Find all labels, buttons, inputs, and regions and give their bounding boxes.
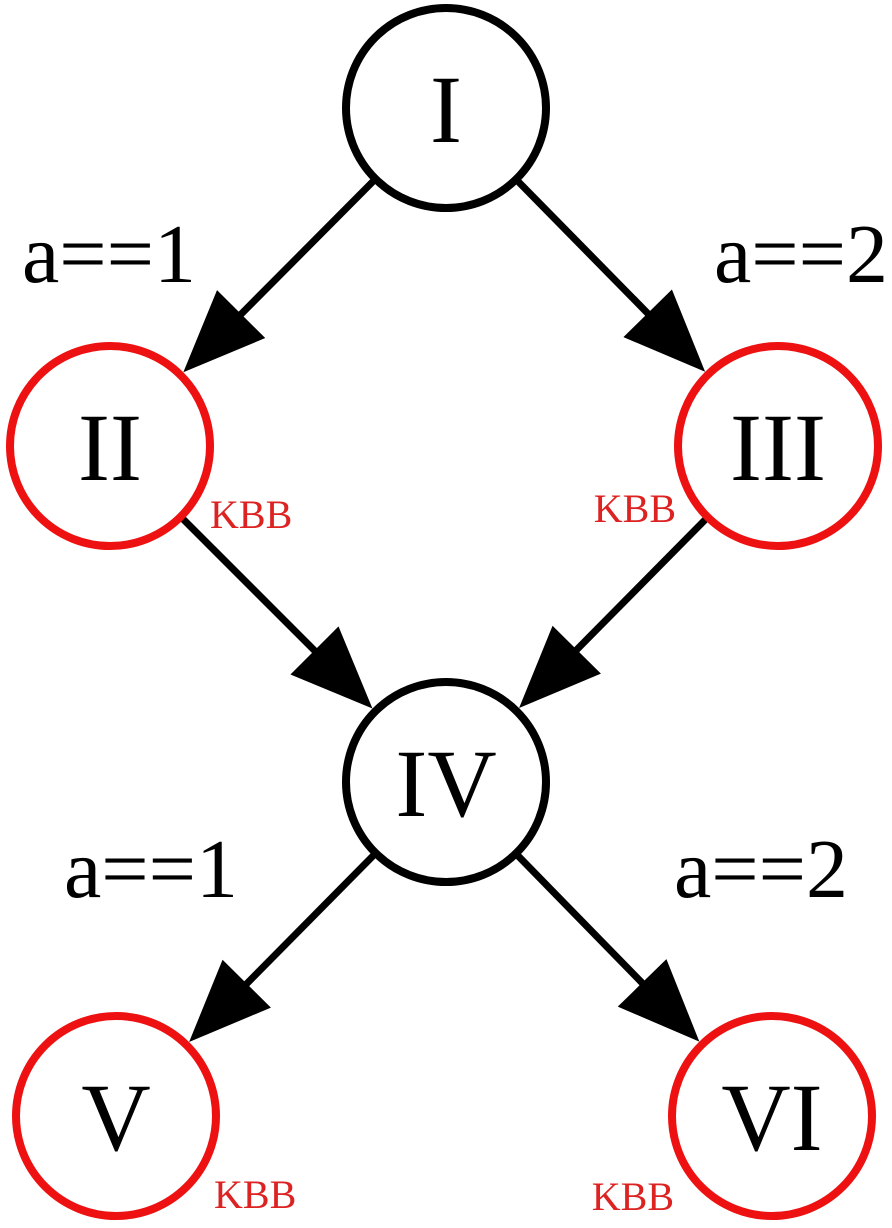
edge-line: [179, 515, 320, 656]
arrowhead-icon: [183, 290, 266, 373]
node-label: V: [81, 1064, 150, 1171]
edge-line: [235, 177, 377, 320]
node-tag-label: KBB: [214, 1172, 296, 1217]
node-circle: [6, 342, 214, 550]
edge-III-to-IV: [519, 516, 709, 709]
node-tag-label: KBB: [210, 492, 292, 537]
node-tag-label: KBB: [594, 486, 676, 531]
arrowhead-icon: [617, 959, 700, 1042]
node-i: I: [342, 4, 550, 212]
node-circle: [674, 342, 882, 550]
edge-line: [241, 852, 377, 989]
edges-layer: [179, 177, 709, 1043]
arrowhead-icon: [623, 289, 706, 372]
edge-line: [514, 852, 648, 989]
arrowhead-icon: [189, 959, 271, 1043]
edge-condition-label: a==2: [714, 208, 888, 301]
node-label: III: [730, 394, 826, 501]
edge-I-to-II: [183, 177, 377, 373]
edge-condition-label: a==1: [22, 208, 196, 301]
edge-condition-label: a==2: [674, 823, 848, 916]
edge-line: [571, 516, 709, 655]
node-label: II: [78, 394, 142, 501]
node-vi: VI: [668, 1012, 876, 1220]
edge-I-to-III: [514, 178, 706, 372]
node-v: V: [12, 1012, 220, 1220]
node-ii: II: [6, 342, 214, 550]
node-circle: [342, 678, 550, 886]
node-tag-label: KBB: [592, 1174, 674, 1219]
edge-IV-to-VI: [514, 852, 700, 1042]
edge-condition-label: a==1: [64, 823, 238, 916]
node-iii: III: [674, 342, 882, 550]
node-label: IV: [395, 730, 496, 837]
node-circle: [12, 1012, 220, 1220]
edge-line: [514, 178, 653, 319]
node-circle: [342, 4, 550, 212]
node-label: VI: [721, 1064, 822, 1171]
edge-IV-to-V: [189, 852, 377, 1043]
node-circle: [668, 1012, 876, 1220]
node-label: I: [430, 56, 462, 163]
arrowhead-icon: [519, 625, 601, 709]
arrowhead-icon: [290, 626, 373, 709]
edge-II-to-IV: [179, 515, 373, 709]
node-iv: IV: [342, 678, 550, 886]
